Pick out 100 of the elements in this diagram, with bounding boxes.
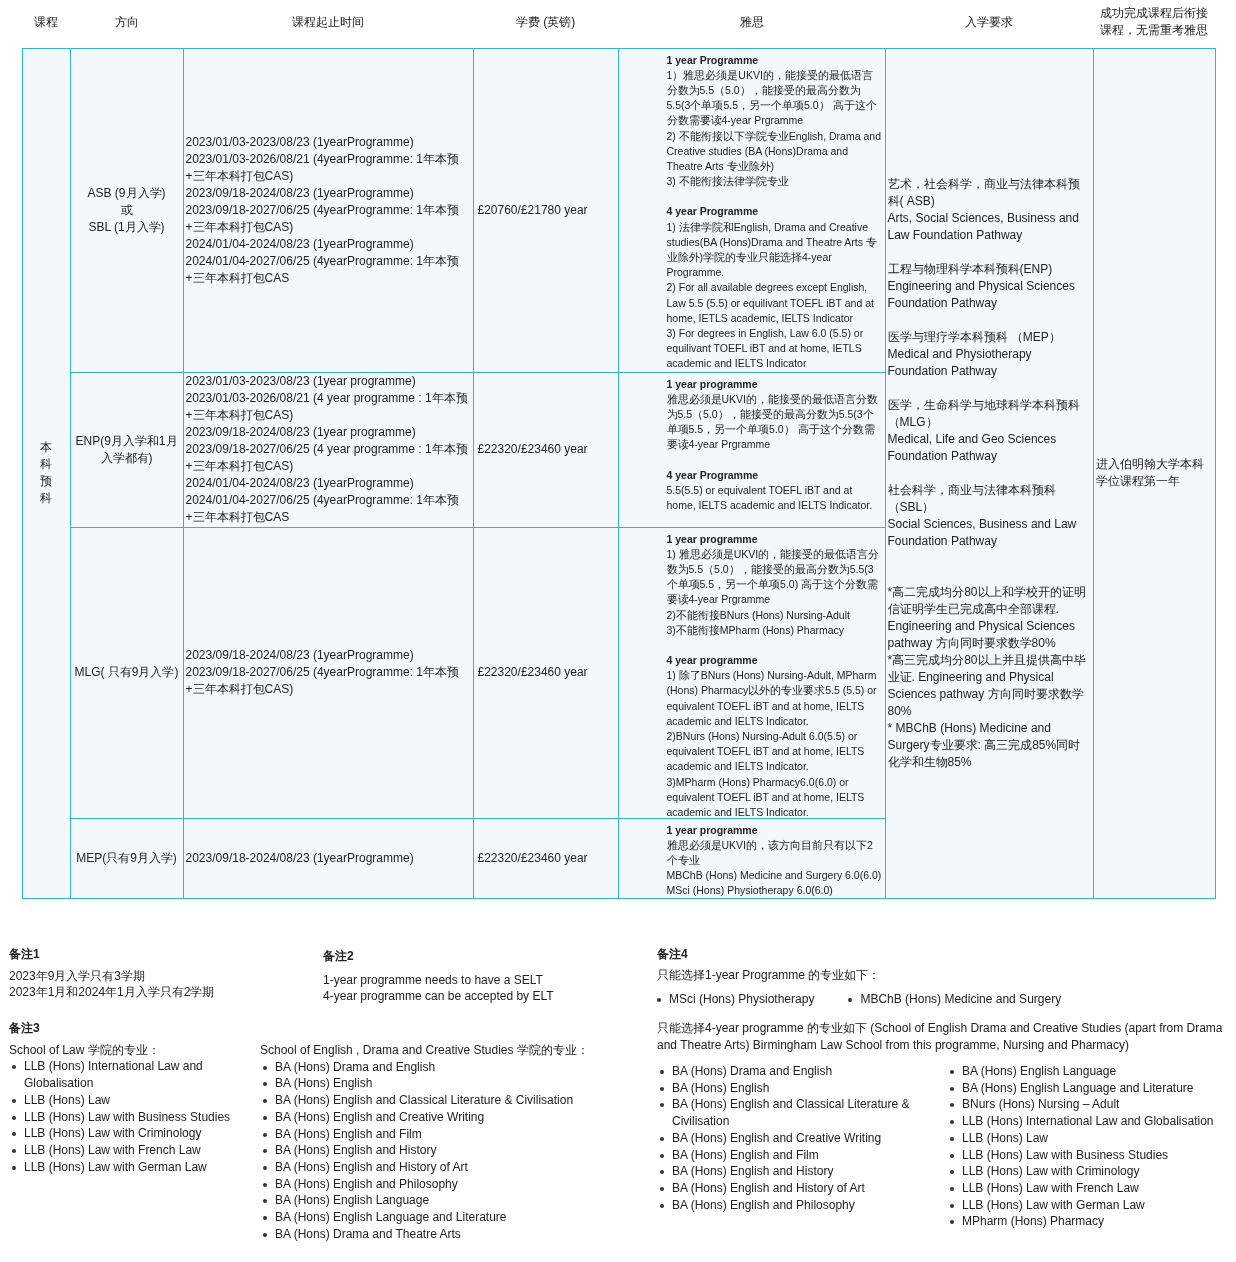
requirement-text: 1) 法律学院和English, Drama and Creative studies(BA (Hons)Drama and Theatre Arts 专业除外)学院的专业只能选择4-year Programme.: [666, 219, 878, 281]
list-item: BA (Hons) English and Philosophy: [672, 1196, 855, 1214]
column-header: 学费 (英镑): [515, 13, 576, 31]
pathway-label: SBL (1月入学): [88, 218, 165, 236]
date-range: 2023/09/18-2027/06/25 (4yearProgramme: 1年本预+三年本科打包CAS): [185, 664, 460, 698]
list-item: BA (Hons) English and History of Art: [275, 1158, 468, 1176]
requirement-text: 雅思必须是UKVI的，该方向目前只有以下2个专业: [666, 837, 874, 868]
list-item: LLB (Hons) Law with Criminology: [962, 1163, 1140, 1180]
requirement-text: 5.5(5.5) or equivalent TOEFL iBT and at home, IELTS academic and IELTS Indicator.: [666, 482, 874, 513]
requirement-text: 1) 雅思必须是UKVI的，能接受的最低语言分数为5.5（5.0），能接受的最高分数为5.5(3个单项5.5，另一个单项5.0) 高于这个分数需要读4-year Prgramme: [666, 546, 881, 608]
note-text: 只能选择1-year Programme 的专业如下：: [657, 966, 882, 984]
requirement-text: 3)不能衔接MPharm (Hons) Pharmacy: [666, 622, 846, 638]
requirement-text: 2) For all available degrees except English, Law 5.5 (5.5) or equilivant TOEFL iBT and at home, IETLS academic, IELTS Indicator: [666, 280, 875, 326]
pathway-name-en: Engineering and Physical Sciences Foundation Pathway: [887, 277, 1076, 312]
list-item: BA (Hons) English and History of Art: [672, 1179, 865, 1197]
list-item: BA (Hons) English and History: [275, 1142, 437, 1159]
list-item: MBChB (Hons) Medicine and Surgery: [860, 991, 1062, 1009]
pathway-name-cn: 社会科学，商业与法律本科预科（SBL）: [887, 481, 1057, 516]
date-range: 2023/09/18-2027/06/25 (4yearProgramme: 1年本预+三年本科打包CAS): [185, 201, 460, 236]
pathway-name-en: Arts, Social Sciences, Business and Law Foundation Pathway: [887, 209, 1080, 244]
list-item: LLB (Hons) Law with Business Studies: [24, 1108, 231, 1126]
list-item: LLB (Hons) Law: [962, 1129, 1049, 1147]
list-item: LLB (Hons) Law with Criminology: [24, 1125, 202, 1142]
section-heading: 1 year programme: [666, 531, 759, 547]
pathway-label: ENP(9月入学和1月入学都有): [74, 432, 179, 467]
pathway-name-cn: 艺术，社会科学，商业与法律本科预科( ASB): [887, 175, 1081, 210]
column-header: 方向: [114, 13, 139, 31]
list-item: LLB (Hons) International Law and Globalisation: [962, 1113, 1214, 1130]
section-heading: 4 year programme: [666, 652, 759, 668]
pathway-label: MEP(只有9月入学): [76, 849, 177, 867]
row-header: 本科预科: [40, 439, 52, 507]
requirement-text: 2) 不能衔接以下学院专业English, Drama and Creative studies (BA (Hons)Drama and Theatre Arts 专业除外): [666, 128, 882, 174]
admission-note: *高三完成均分80以上并且提供高中毕业证. Engineering and Physical Sciences pathway 方向同时要求数学80%: [887, 651, 1087, 720]
section-heading: 1 year programme: [666, 376, 759, 392]
list-item: BA (Hons) English and Classical Literature & Civilisation: [672, 1096, 911, 1130]
requirement-text: 3) 不能衔接法律学院专业: [666, 174, 790, 190]
list-item: BA (Hons) English and Classical Literature & Civilisation: [275, 1092, 574, 1109]
list-item: MPharm (Hons) Pharmacy: [962, 1213, 1105, 1231]
list-item: BA (Hons) English Language and Literature: [275, 1209, 507, 1226]
date-range: 2023/09/18-2027/06/25 (4 year programme : 1年本预+三年本科打包CAS): [185, 441, 469, 475]
list-item: BA (Hons) English Language: [962, 1063, 1117, 1080]
pathway-name-en: Social Sciences, Business and Law Foundation Pathway: [887, 515, 1078, 550]
list-item: BA (Hons) English and History: [672, 1163, 834, 1180]
pathway-label: 或: [120, 201, 133, 219]
list-item: LLB (Hons) International Law and Globalisation: [24, 1058, 204, 1092]
column-header: 课程: [34, 13, 58, 31]
date-range: 2023/09/18-2024/08/23 (1yearProgramme): [185, 849, 415, 867]
column-header: 雅思: [739, 13, 764, 31]
requirement-text: 2)不能衔接BNurs (Hons) Nursing-Adult: [666, 607, 851, 623]
note-text: 4-year programme can be accepted by ELT: [323, 988, 555, 1006]
pathway-name-cn: 医学，生命科学与地球科学本科预科（MLG）: [887, 396, 1081, 431]
list-item: BA (Hons) English: [275, 1075, 373, 1093]
list-item: BA (Hons) Drama and English: [672, 1063, 833, 1080]
column-header: 入学要求: [965, 13, 1013, 31]
note-heading: 备注3: [9, 1020, 41, 1037]
pathway-name-cn: 工程与物理科学本科预科(ENP): [887, 260, 1054, 278]
note-text: 1-year programme needs to have a SELT: [323, 971, 544, 989]
date-range: 2024/01/04-2024/08/23 (1yearProgramme): [185, 235, 415, 253]
date-range: 2024/01/04-2024/08/23 (1yearProgramme): [185, 475, 415, 492]
pathway-name-cn: 医学与理疗学本科预科 （MEP）: [887, 328, 1062, 346]
requirement-text: 雅思必须是UKVI的，能接受的最低语言分数为5.5（5.0），能接受的最高分数为5.5(3个单项5.5，另一个单项5.0） 高于这个分数需要读4-year Prgramme: [666, 391, 879, 453]
list-item: BA (Hons) English: [672, 1079, 770, 1097]
list-item: LLB (Hons) Law: [24, 1091, 111, 1109]
date-range: 2023/09/18-2024/08/23 (1yearProgramme): [185, 184, 415, 202]
date-range: 2024/01/04-2027/06/25 (4yearProgramme: 1年本预+三年本科打包CAS: [185, 252, 460, 287]
list-item: BA (Hons) Drama and Theatre Arts: [275, 1225, 461, 1243]
column-header: 课程起止时间: [292, 13, 364, 31]
date-range: 2023/01/03-2026/08/21 (4 year programme : 1年本预+三年本科打包CAS): [185, 390, 469, 424]
date-range: 2023/01/03-2023/08/23 (1yearProgramme): [185, 133, 415, 151]
section-heading: 1 year Programme: [666, 52, 760, 68]
note-text: 2023年1月和2024年1月入学只有2学期: [9, 984, 216, 1002]
note-heading: 备注2: [323, 948, 355, 965]
admission-note: *高二完成均分80以上和学校开的证明信证明学生已完成高中全部课程. Engineering and Physical Sciences pathway 方向同时要求数学80%: [887, 583, 1087, 652]
tuition-fee: £20760/£21780 year: [477, 201, 589, 219]
note-text: School of Law 学院的专业：: [9, 1041, 161, 1059]
tuition-fee: £22320/£23460 year: [477, 849, 589, 867]
requirement-text: 3)MPharm (Hons) Pharmacy6.0(6.0) or equivalent TOEFL iBT and at home, IELTS academic and IELTS Indicator.: [666, 774, 866, 820]
date-range: 2023/01/03-2023/08/23 (1year programme): [185, 373, 417, 390]
list-item: LLB (Hons) Law with German Law: [962, 1196, 1145, 1214]
list-item: BA (Hons) Drama and English: [275, 1058, 436, 1076]
pathway-name-en: Medical, Life and Geo Sciences Foundation Pathway: [887, 430, 1058, 465]
list-item: LLB (Hons) Law with French Law: [962, 1179, 1139, 1197]
section-heading: 1 year programme: [666, 822, 759, 838]
note-heading: 备注1: [9, 946, 41, 963]
note-heading: 备注4: [657, 946, 689, 963]
requirement-text: MBChB (Hons) Medicine and Surgery 6.0(6.0): [666, 868, 883, 884]
list-item: MSci (Hons) Physiotherapy: [669, 991, 815, 1009]
section-heading: 4 year Programme: [666, 204, 760, 220]
list-item: BA (Hons) English and Creative Writing: [275, 1108, 485, 1126]
note-text: 2023年9月入学只有3学期: [9, 967, 147, 985]
list-item: LLB (Hons) Law with Business Studies: [962, 1146, 1169, 1164]
requirement-text: 1）雅思必须是UKVI的，能接受的最低语言分数为5.5（5.0），能接受的最高分数为5.5(3个单项5.5，另一个单项5.0） 高于这个分数需要读4-year Prgramme: [666, 67, 878, 129]
section-heading: 4 year Programme: [666, 467, 760, 483]
date-range: 2023/09/18-2024/08/23 (1yearProgramme): [185, 647, 415, 664]
requirement-text: 1) 除了BNurs (Hons) Nursing-Adult, MPharm (Hons) Pharmacy以外的专业要求5.5 (5.5) or equivalent TOEFL iBT and at home, IELTS academic and IELTS Indicator.: [666, 668, 878, 729]
requirement-text: MSci (Hons) Physiotherapy 6.0(6.0): [666, 883, 834, 899]
list-item: BNurs (Hons) Nursing – Adult: [962, 1096, 1120, 1114]
date-range: 2023/09/18-2024/08/23 (1year programme): [185, 424, 417, 441]
column-header: 成功完成课程后衔接课程，无需重考雅思: [1099, 5, 1209, 39]
pathway-name-en: Medical and Physiotherapy Foundation Pathway: [887, 345, 1033, 380]
